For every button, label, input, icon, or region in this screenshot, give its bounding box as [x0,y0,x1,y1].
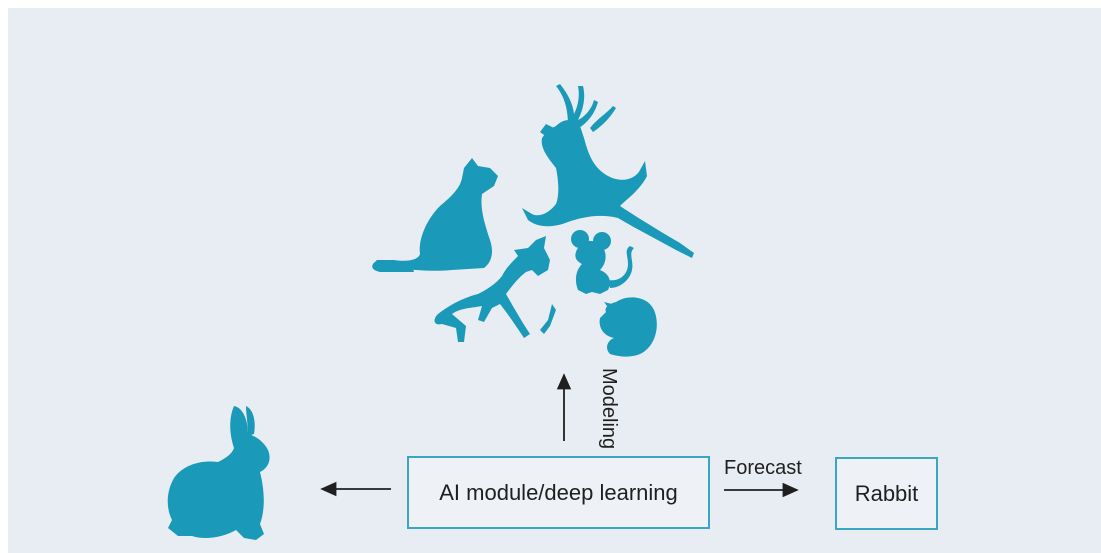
forecast-label: Forecast [724,457,802,479]
diagram-graphics [167,84,799,540]
cat-icon [372,158,498,272]
diagram-canvas: AI module/deep learning Rabbit Forecast … [8,8,1101,553]
modeling-label: Modeling [598,368,620,450]
rabbit-box: Rabbit [835,457,938,530]
rabbit-icon [167,406,270,540]
mouse-icon [571,230,634,294]
ai-module-box: AI module/deep learning [407,456,710,529]
fox-icon [434,236,556,342]
rabbit-label: Rabbit [854,480,919,506]
ai-module-label: AI module/deep learning [439,479,678,505]
deer-icon [522,84,694,258]
squirrel-icon [599,297,657,357]
